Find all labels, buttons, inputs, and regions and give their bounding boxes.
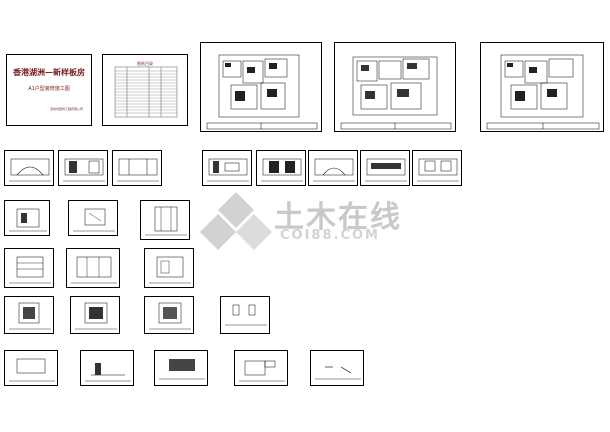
detail-sheet[interactable] <box>4 350 58 386</box>
elevation-sheet[interactable] <box>58 150 108 186</box>
detail-sheet[interactable] <box>66 248 120 288</box>
watermark: 土木在线 COI88.COM <box>196 188 426 258</box>
detail-sheet[interactable] <box>140 200 190 240</box>
detail-sheet[interactable] <box>4 200 50 236</box>
elevation-drawing <box>63 158 105 182</box>
index-title: 图纸目录 <box>137 61 153 66</box>
detail-sheet[interactable] <box>144 248 194 288</box>
detail-drawing <box>9 208 47 232</box>
elevation-drawing <box>261 158 303 182</box>
cover-sheet[interactable]: 香港湖洲—新样板房 A1户型装修施工图 深圳市装饰工程有限公司 <box>6 54 92 126</box>
elevation-sheet[interactable] <box>4 150 54 186</box>
detail-drawing <box>85 363 131 382</box>
floor-plan-sheet-3[interactable] <box>480 42 604 132</box>
elevation-drawing <box>365 158 407 182</box>
detail-sheet[interactable] <box>4 296 54 334</box>
detail-drawing <box>9 256 51 284</box>
elevation-drawing <box>313 158 355 182</box>
detail-drawing <box>9 358 55 382</box>
elevation-drawing <box>207 158 249 182</box>
watermark-logo-icon <box>200 192 272 250</box>
cover-title: 香港湖洲—新样板房 <box>13 67 85 77</box>
floor-plan-drawing <box>340 56 452 130</box>
detail-sheet[interactable] <box>220 296 270 334</box>
elevation-sheet[interactable] <box>360 150 410 186</box>
detail-drawing <box>159 359 205 380</box>
index-table <box>114 66 178 118</box>
elevation-drawing <box>117 158 159 182</box>
detail-sheet[interactable] <box>80 350 134 386</box>
elevation-sheet[interactable] <box>112 150 162 186</box>
elevation-drawing <box>417 158 459 182</box>
detail-drawing <box>71 256 117 284</box>
floor-plan-sheet-2[interactable] <box>334 42 456 132</box>
elevation-sheet[interactable] <box>256 150 306 186</box>
elevation-drawing <box>9 158 51 182</box>
elevation-sheet[interactable] <box>308 150 358 186</box>
detail-drawing <box>145 206 187 236</box>
index-sheet[interactable]: 图纸目录 <box>102 54 188 126</box>
cover-subtitle: A1户型装修施工图 <box>28 86 70 92</box>
detail-drawing <box>73 208 115 232</box>
detail-sheet[interactable] <box>68 200 118 236</box>
elevation-sheet[interactable] <box>412 150 462 186</box>
watermark-text: 土木在线 <box>274 200 402 235</box>
detail-sheet[interactable] <box>154 350 208 386</box>
detail-sheet[interactable] <box>4 248 54 288</box>
detail-drawing <box>75 302 117 330</box>
detail-sheet[interactable] <box>144 296 194 334</box>
cover-company: 深圳市装饰工程有限公司 <box>49 107 83 111</box>
detail-drawing <box>9 302 51 330</box>
watermark-url: COI88.COM <box>280 228 380 243</box>
detail-drawing <box>149 256 191 284</box>
detail-sheet[interactable] <box>70 296 120 334</box>
detail-drawing <box>239 360 285 382</box>
detail-sheet[interactable] <box>310 350 364 386</box>
floor-plan-sheet-1[interactable] <box>200 42 322 132</box>
floor-plan-drawing <box>486 54 600 130</box>
floor-plan-drawing <box>206 54 318 130</box>
detail-sheet[interactable] <box>234 350 288 386</box>
detail-drawing <box>149 302 191 330</box>
detail-drawing <box>315 366 361 380</box>
detail-drawing <box>225 304 267 326</box>
elevation-sheet[interactable] <box>202 150 252 186</box>
